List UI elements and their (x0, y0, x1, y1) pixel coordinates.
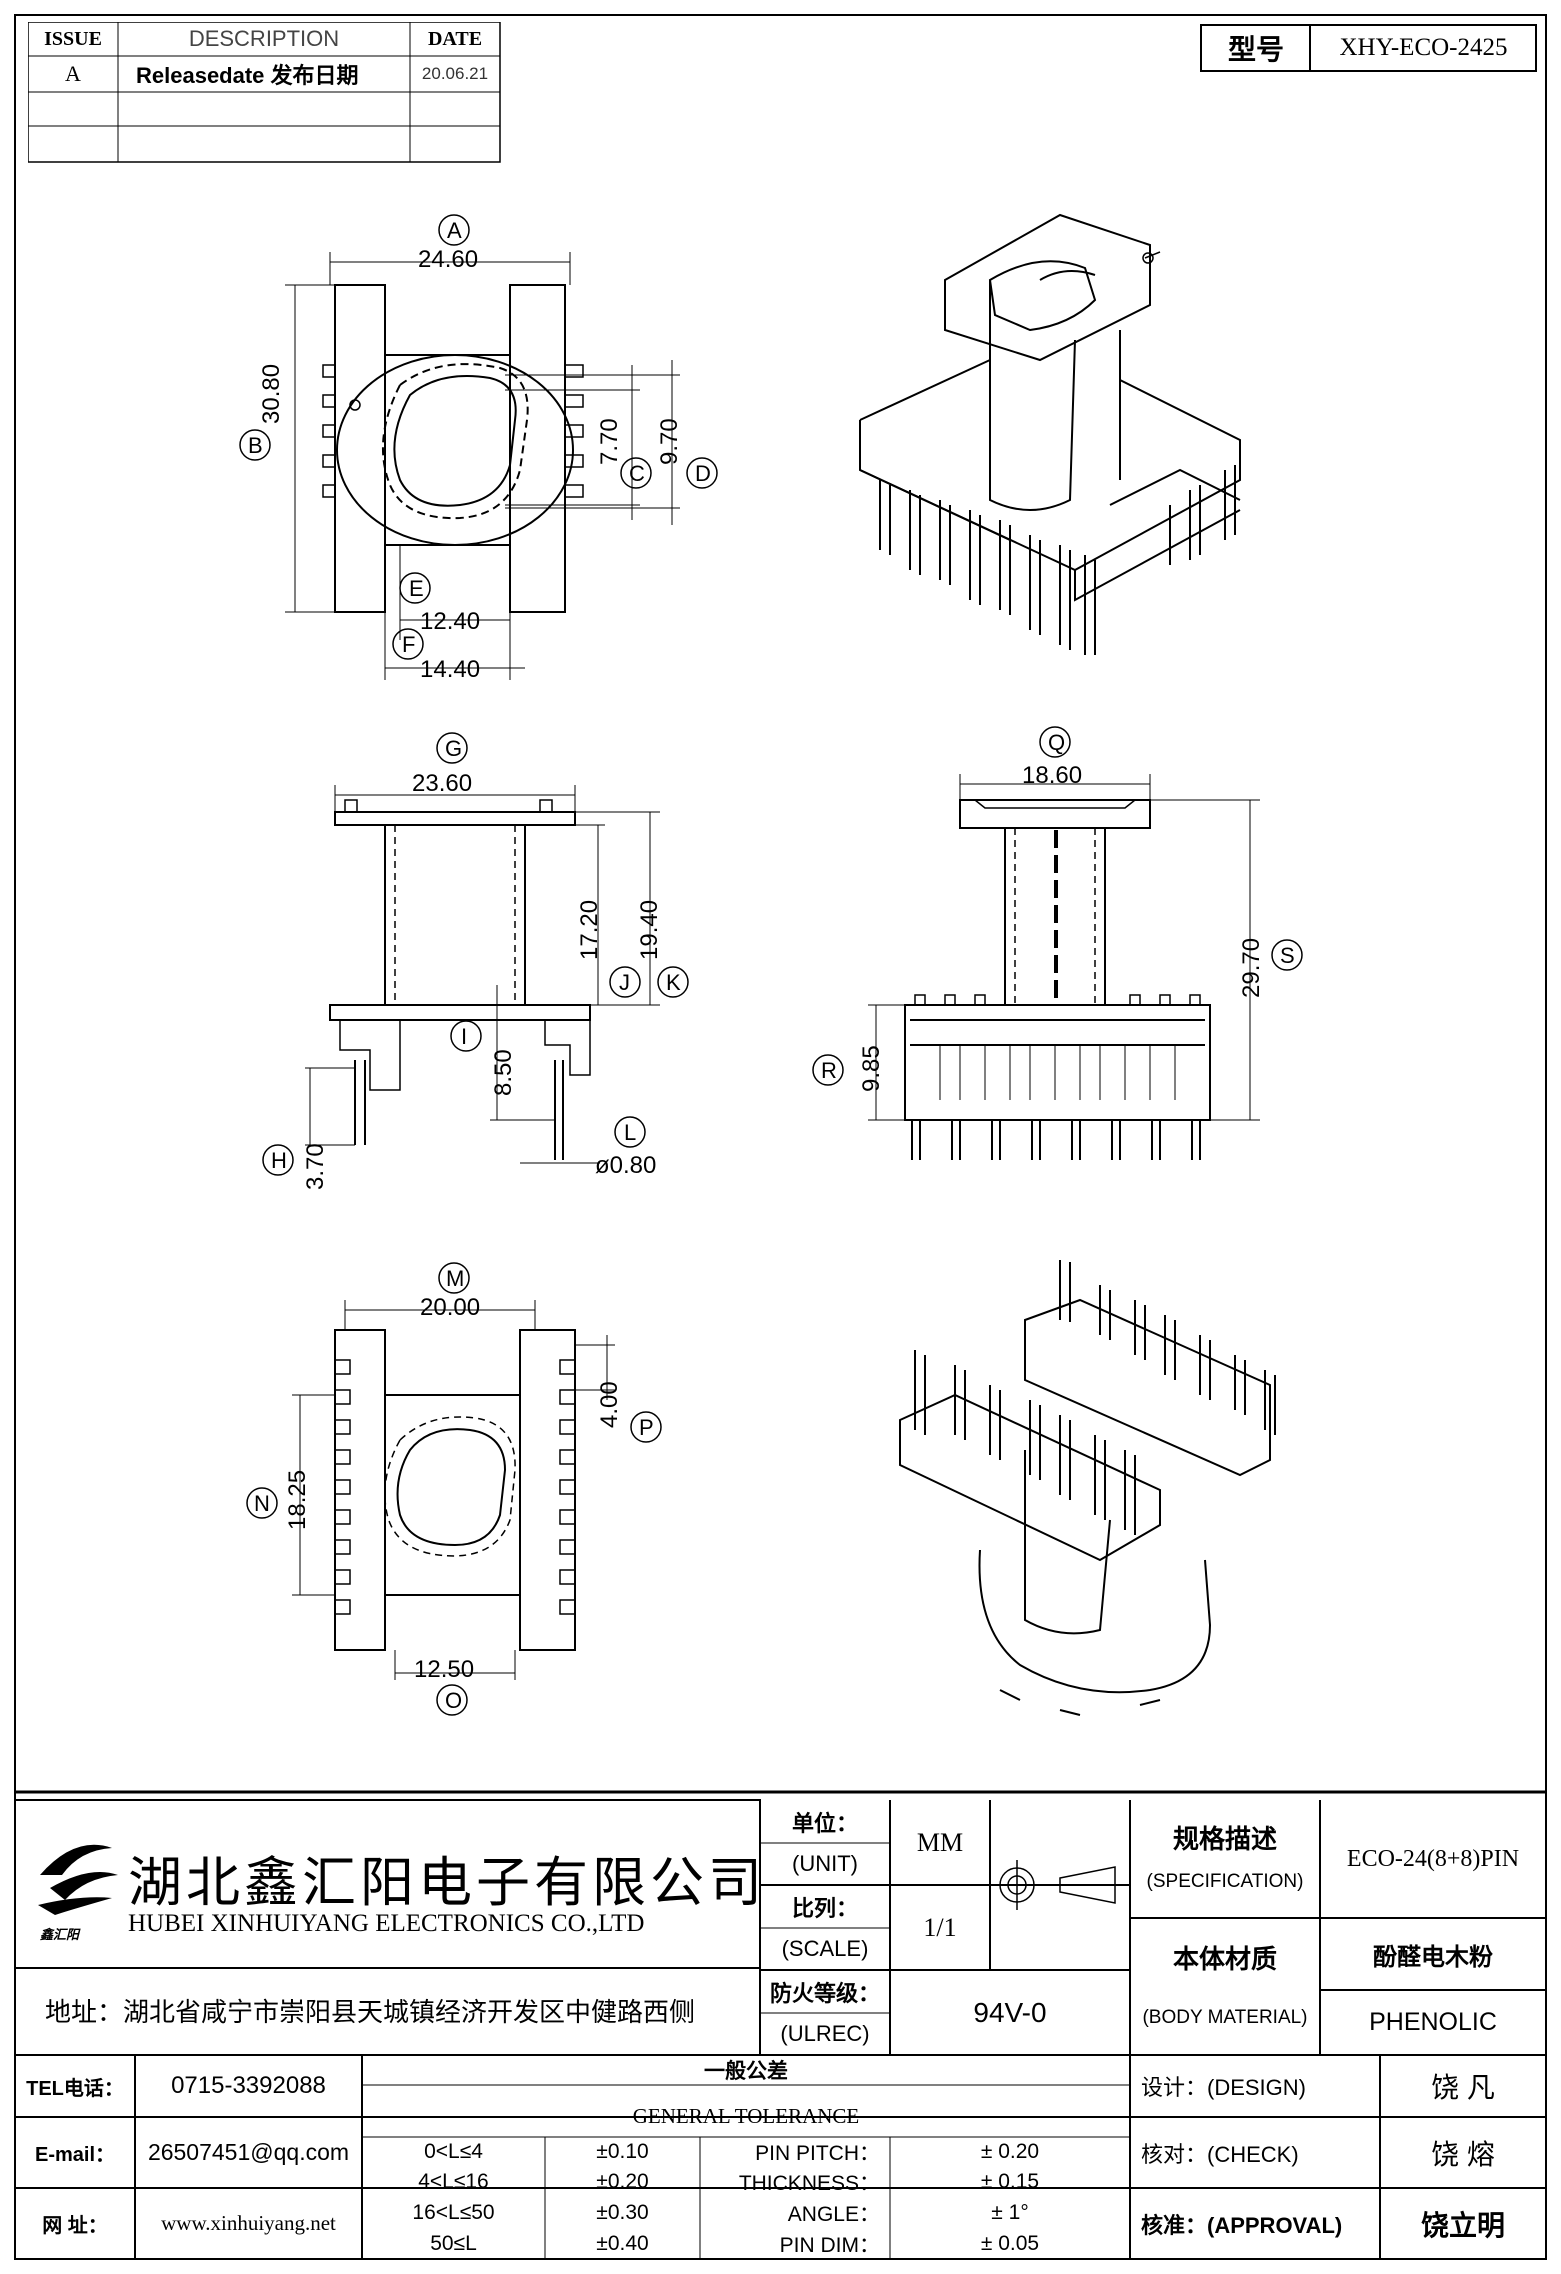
scale-label-en: (SCALE) (781, 1936, 869, 1961)
label-e: E (409, 576, 424, 601)
isometric-view-bottom (899, 1260, 1276, 1716)
approval-label: 核准：(APPROVAL) (1141, 2212, 1343, 2238)
tolerance-item-label: ANGLE： (787, 2203, 880, 2226)
side-view-drawing (262, 732, 689, 1176)
label-o: O (445, 1688, 463, 1713)
dim-m-value: 20.00 (420, 1294, 481, 1321)
tolerance-item-label: THICKNESS： (738, 2172, 880, 2195)
ul-label-cn: 防火等级： (769, 1980, 880, 2006)
company-name-en: HUBEI XINHUIYANG ELECTRONICS CO.,LTD (128, 1910, 645, 1937)
bottom-view-drawing (246, 1262, 662, 1716)
label-n: N (254, 1491, 270, 1516)
tolerance-item-label: PIN DIM： (779, 2234, 880, 2257)
top-view-drawing (239, 214, 718, 680)
label-l: L (624, 1120, 637, 1145)
label-b: B (248, 433, 263, 458)
dim-l-value: ø0.80 (595, 1152, 657, 1179)
logo-text: 鑫汇阳 (40, 1927, 80, 1942)
dim-a-value: 24.60 (418, 246, 479, 273)
tolerance-value: ±0.20 (596, 2170, 649, 2193)
website-value[interactable]: www.xinhuiyang.net (161, 2211, 336, 2235)
technical-drawings (239, 213, 1303, 1716)
website-label: 网 址： (42, 2215, 108, 2237)
check-name: 饶 熔 (1431, 2138, 1495, 2170)
model-label: 型号 (1227, 34, 1284, 65)
tolerance-title-en: GENERAL TOLERANCE (632, 2103, 860, 2128)
check-label: 核对：(CHECK) (1141, 2141, 1299, 2167)
material-value-cn: 酚醛电木粉 (1373, 1943, 1493, 1971)
tolerance-range: 0<L≤4 (424, 2140, 483, 2163)
tel-value: 0715-3392088 (171, 2072, 326, 2099)
unit-value: MM (916, 1827, 964, 1857)
dim-f-value: 14.40 (420, 656, 481, 683)
tolerance-value: ±0.30 (596, 2201, 649, 2224)
company-logo-icon (38, 1844, 118, 1915)
tolerance-value: ±0.40 (596, 2232, 649, 2255)
material-value-en: PHENOLIC (1369, 2008, 1497, 2036)
model-number: XHY-ECO-2425 (1339, 34, 1508, 61)
label-j: J (619, 970, 630, 995)
label-q: Q (1048, 730, 1066, 755)
label-p: P (639, 1415, 654, 1440)
email-value[interactable]: 26507451@qq.com (147, 2139, 350, 2165)
label-c: C (629, 461, 645, 486)
projection-symbol (992, 1860, 1116, 1910)
material-label-en: (BODY MATERIAL) (1142, 2006, 1308, 2028)
date-value: 20.06.21 (421, 64, 489, 83)
label-r: R (821, 1058, 837, 1083)
tolerance-title-cn: 一般公差 (704, 2060, 788, 2083)
dim-e-value: 12.40 (420, 608, 481, 635)
label-i: I (461, 1024, 468, 1049)
front-view-drawing (812, 726, 1303, 1160)
label-s: S (1280, 943, 1295, 968)
ul-value: 94V-0 (973, 1996, 1047, 2028)
issue-header: ISSUE (44, 27, 102, 50)
dim-q-value: 18.60 (1022, 762, 1083, 789)
approval-name: 饶立明 (1420, 2209, 1505, 2241)
tolerance-item-label: PIN PITCH： (755, 2142, 880, 2165)
label-d: D (695, 461, 711, 486)
spec-value: ECO-24(8+8)PIN (1346, 1845, 1520, 1872)
unit-label-en: (UNIT) (792, 1851, 858, 1876)
tolerance-value: ±0.10 (596, 2140, 649, 2163)
email-label: E-mail： (34, 2144, 116, 2166)
tolerance-range: 4<L≤16 (418, 2170, 489, 2193)
tolerance-range: 50≤L (430, 2232, 477, 2255)
label-f: F (402, 632, 416, 657)
issue-value: A (65, 61, 81, 86)
description-header: DESCRIPTION (188, 26, 340, 51)
scale-value: 1/1 (923, 1912, 957, 1942)
material-label-cn: 本体材质 (1172, 1944, 1277, 1974)
unit-label-cn: 单位： (791, 1810, 858, 1836)
ul-label-en: (ULREC) (780, 2021, 870, 2046)
tel-label: TEL电话： (26, 2077, 124, 2100)
tolerance-item-value: ± 0.15 (980, 2170, 1040, 2193)
design-label: 设计：(DESIGN) (1141, 2075, 1307, 2100)
design-name: 饶 凡 (1431, 2072, 1495, 2103)
tolerance-item-value: ± 0.20 (980, 2140, 1040, 2163)
spec-label-en: (SPECIFICATION) (1146, 1871, 1304, 1892)
company-name-cn: 湖北鑫汇阳电子有限公司 (128, 1853, 766, 1913)
dim-o-value: 12.50 (414, 1656, 475, 1683)
label-a: A (447, 218, 462, 243)
dim-g-value: 23.60 (412, 770, 473, 797)
label-h: H (271, 1148, 287, 1173)
spec-label-cn: 规格描述 (1172, 1824, 1277, 1854)
tolerance-item-value: ± 1° (991, 2201, 1029, 2224)
tolerance-range: 16<L≤50 (412, 2201, 495, 2224)
description-value: Releasedate 发布日期 (136, 63, 359, 88)
label-k: K (666, 970, 681, 995)
date-header: DATE (427, 27, 483, 50)
label-g: G (445, 736, 463, 761)
scale-label-cn: 比列： (791, 1895, 858, 1921)
company-address: 地址：湖北省咸宁市崇阳县天城镇经济开发区中健路西侧 (45, 1997, 696, 2027)
tolerance-item-value: ± 0.05 (980, 2232, 1040, 2255)
label-m: M (446, 1266, 465, 1291)
isometric-view-top (859, 213, 1241, 655)
